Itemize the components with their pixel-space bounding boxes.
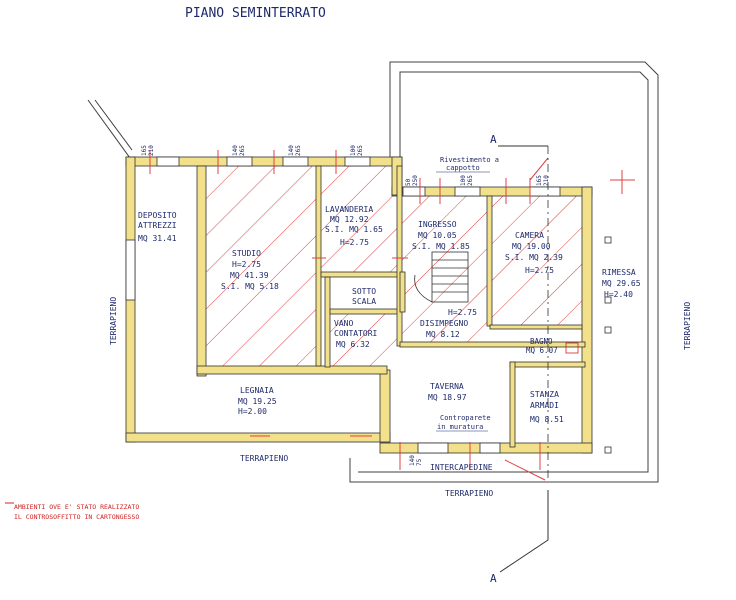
svg-text:MQ 41.39: MQ 41.39: [230, 271, 269, 280]
legend: AMBIENTI OVE E' STATO REALIZZATO IL CONT…: [5, 502, 139, 521]
svg-text:H=2.75: H=2.75: [232, 260, 261, 269]
svg-text:H=2.75: H=2.75: [525, 266, 554, 275]
svg-text:S.I. MQ 5.18: S.I. MQ 5.18: [221, 282, 279, 291]
dim-9: 50: [405, 178, 412, 186]
svg-text:VANO: VANO: [334, 319, 353, 328]
dimension-labels: 165 210 140 265 140 265 100 265 50 250 1…: [141, 145, 550, 466]
svg-text:H=2.75: H=2.75: [448, 308, 477, 317]
room-taverna: TAVERNA MQ 18.97: [428, 382, 467, 402]
dim-8: 265: [357, 145, 364, 156]
svg-text:MQ 19.25: MQ 19.25: [238, 397, 277, 406]
terrapieno-bottom: TERRAPIENO: [445, 489, 493, 498]
svg-text:MQ 19.00: MQ 19.00: [512, 242, 551, 251]
svg-text:MQ 6.07: MQ 6.07: [526, 346, 558, 355]
terrapieno-left: TERRAPIENO: [109, 297, 118, 345]
svg-text:S.I. MQ 1.85: S.I. MQ 1.85: [412, 242, 470, 251]
svg-text:DEPOSITO: DEPOSITO: [138, 211, 177, 220]
plan-title: PIANO SEMINTERRATO: [185, 6, 326, 21]
dim-2: 210: [148, 145, 155, 156]
svg-text:LAVANDERIA: LAVANDERIA: [325, 205, 373, 214]
svg-text:MQ 10.05: MQ 10.05: [418, 231, 457, 240]
svg-text:H=2.00: H=2.00: [238, 407, 267, 416]
section-marks: A A: [490, 133, 549, 585]
svg-text:LEGNAIA: LEGNAIA: [240, 386, 274, 395]
svg-text:SOTTO: SOTTO: [352, 287, 376, 296]
svg-text:in muratura: in muratura: [437, 423, 483, 431]
dim-12: 265: [467, 175, 474, 186]
svg-text:MQ 12.92: MQ 12.92: [330, 215, 369, 224]
section-mark-top: A: [490, 133, 497, 146]
room-studio: STUDIO H=2.75 MQ 41.39 S.I. MQ 5.18: [221, 249, 279, 291]
dim-7: 100: [350, 145, 357, 156]
dim-15: 140: [409, 455, 416, 466]
note-line-2: cappotto: [446, 164, 480, 172]
svg-text:MQ 8.51: MQ 8.51: [530, 415, 564, 424]
room-ingresso: INGRESSO MQ 10.05 S.I. MQ 1.85: [412, 220, 470, 251]
svg-text:CAMERA: CAMERA: [515, 231, 544, 240]
dim-5: 140: [288, 145, 295, 156]
svg-text:MQ 31.41: MQ 31.41: [138, 234, 177, 243]
note-line-1: Rivestimento a: [440, 156, 499, 164]
dim-16: 75: [416, 458, 423, 466]
svg-text:S.I. MQ 1.65: S.I. MQ 1.65: [325, 225, 383, 234]
controparete-note: Controparete in muratura: [436, 414, 491, 432]
section-mark-bottom: A: [490, 572, 497, 585]
site-outline: [87, 61, 659, 483]
svg-text:RIMESSA: RIMESSA: [602, 268, 636, 277]
svg-text:SCALA: SCALA: [352, 297, 376, 306]
dim-14: 210: [543, 175, 550, 186]
room-camera: CAMERA MQ 19.00 S.I. MQ 2.39 H=2.75: [505, 231, 563, 275]
dim-4: 265: [239, 145, 246, 156]
room-lavanderia: LAVANDERIA MQ 12.92 S.I. MQ 1.65 H=2.75: [325, 205, 383, 247]
svg-text:MQ 8.12: MQ 8.12: [426, 330, 460, 339]
fixtures: [565, 236, 612, 454]
room-disimpegno: H=2.75 DISIMPEGNO MQ 8.12: [420, 308, 477, 339]
svg-text:BAGNO: BAGNO: [530, 337, 553, 346]
room-stanza-armadi: STANZA ARMADI MQ 8.51: [530, 390, 564, 424]
svg-text:S.I. MQ 2.39: S.I. MQ 2.39: [505, 253, 563, 262]
room-vano-contatori: VANO CONTATORI MQ 6.32: [334, 319, 378, 349]
svg-text:H=2.40: H=2.40: [604, 290, 633, 299]
legend-line-1: AMBIENTI OVE E' STATO REALIZZATO: [14, 503, 139, 511]
dim-10: 250: [412, 175, 419, 186]
svg-text:TAVERNA: TAVERNA: [430, 382, 464, 391]
room-sotto-scala: SOTTO SCALA: [352, 287, 376, 306]
room-legnaia: LEGNAIA MQ 19.25 H=2.00: [238, 386, 277, 416]
terrapieno-bottom-left: TERRAPIENO: [240, 454, 288, 463]
svg-text:ATTREZZI: ATTREZZI: [138, 221, 177, 230]
legend-line-2: IL CONTROSOFFITTO IN CARTONGESSO: [14, 513, 139, 521]
stair: [414, 251, 469, 303]
openings: [125, 156, 561, 454]
svg-text:ARMADI: ARMADI: [530, 401, 559, 410]
svg-text:MQ 6.32: MQ 6.32: [336, 340, 370, 349]
room-bagno: BAGNO MQ 6.07: [526, 337, 558, 355]
intercapedine-label: INTERCAPEDINE: [430, 463, 493, 472]
dim-11: 100: [460, 175, 467, 186]
terrapieno-right: TERRAPIENO: [683, 302, 692, 350]
svg-text:MQ 29.65: MQ 29.65: [602, 279, 641, 288]
svg-text:MQ 18.97: MQ 18.97: [428, 393, 467, 402]
cappotto-note: Rivestimento a cappotto: [436, 156, 499, 173]
svg-text:STANZA: STANZA: [530, 390, 559, 399]
svg-text:CONTATORI: CONTATORI: [334, 329, 378, 338]
reference-marks: [149, 150, 635, 481]
svg-text:DISIMPEGNO: DISIMPEGNO: [420, 319, 468, 328]
svg-text:H=2.75: H=2.75: [340, 238, 369, 247]
room-deposito: DEPOSITO ATTREZZI MQ 31.41: [138, 211, 177, 243]
dim-1: 165: [141, 145, 148, 156]
dim-13: 165: [536, 175, 543, 186]
svg-text:STUDIO: STUDIO: [232, 249, 261, 258]
svg-text:INGRESSO: INGRESSO: [418, 220, 457, 229]
dim-6: 265: [295, 145, 302, 156]
svg-text:Controparete: Controparete: [440, 414, 491, 422]
room-rimessa: RIMESSA MQ 29.65 H=2.40: [602, 268, 641, 299]
dim-3: 140: [232, 145, 239, 156]
